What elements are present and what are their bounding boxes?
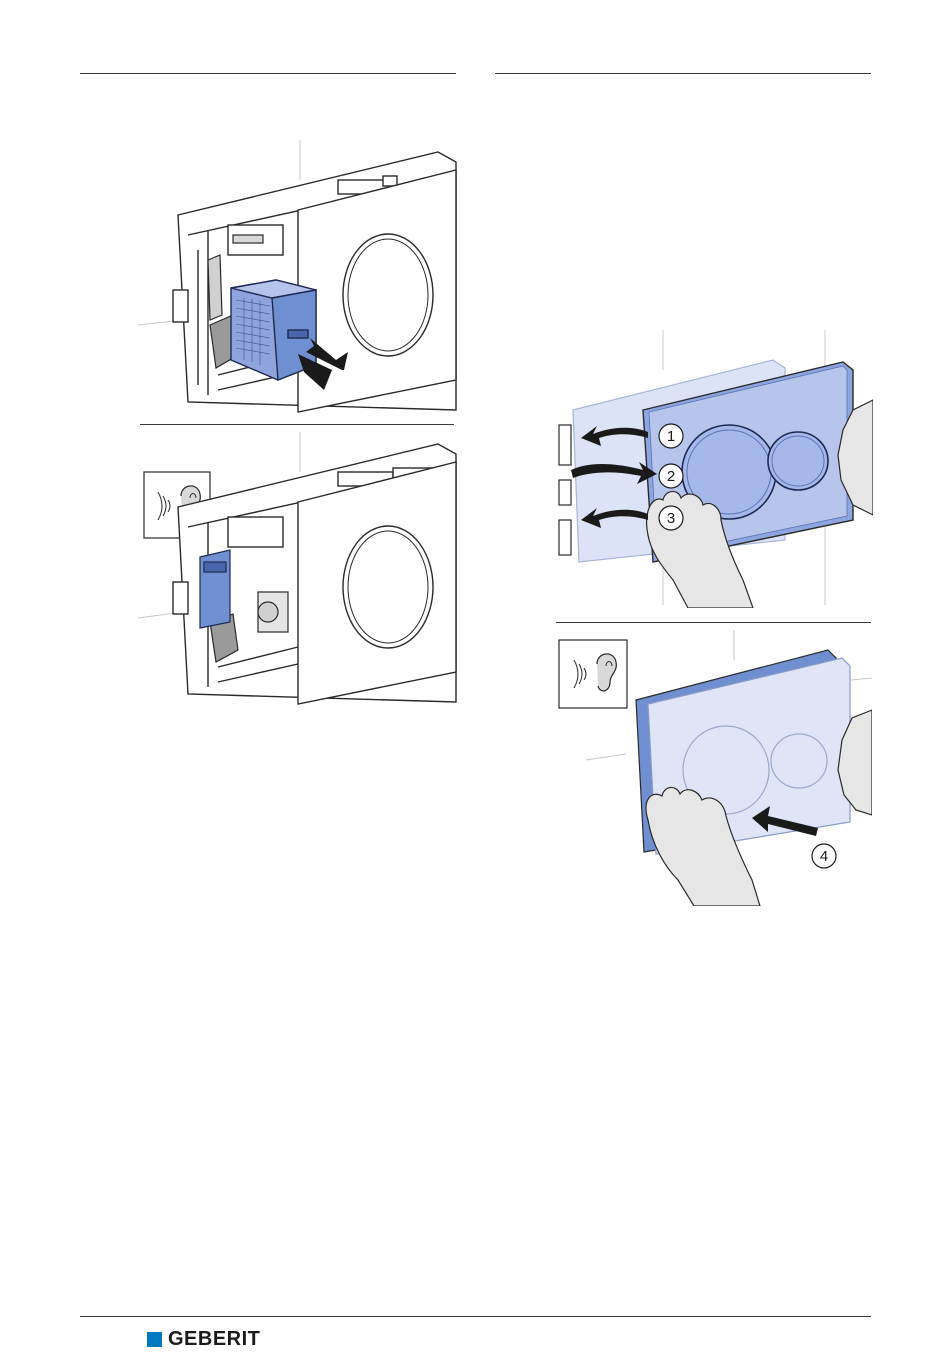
- figure-insert-module: [138, 140, 458, 425]
- geberit-logo-square: [147, 1332, 162, 1347]
- figure-divider-left: [140, 424, 454, 425]
- figure-module-seated: [138, 432, 458, 714]
- ear-sound-icon: [559, 640, 627, 708]
- figure-swap-cover-plate: 1 2 3: [553, 330, 873, 608]
- step-3-label: 3: [667, 510, 675, 527]
- brand-name: GEBERIT: [168, 1329, 260, 1349]
- bottom-rule: [80, 1316, 871, 1317]
- step-2-label: 2: [667, 468, 675, 485]
- step-4-label: 4: [820, 848, 828, 865]
- figure-press-plate: 4: [556, 630, 872, 906]
- top-rule-left: [80, 73, 456, 74]
- step-1-label: 1: [667, 428, 675, 445]
- top-rule-right: [495, 73, 871, 74]
- figure-divider-right: [556, 622, 871, 623]
- geberit-logo: GEBERIT: [147, 1329, 260, 1349]
